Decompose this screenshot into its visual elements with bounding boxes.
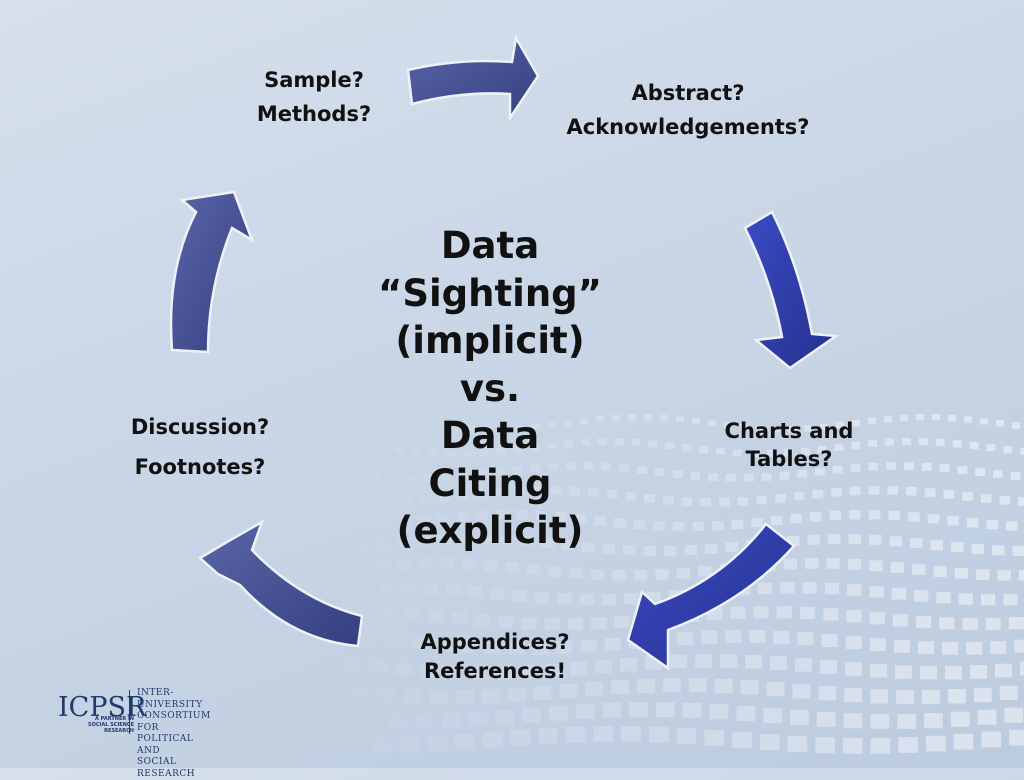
node-acknowledgements-label: Acknowledgements? [540,110,836,144]
logo-consortium-line: SOCIAL RESEARCH [137,757,211,780]
arrow-appendices-to-discussion [200,522,362,646]
node-abstract-label: Abstract? [540,76,836,110]
node-charts-tables: Charts and Tables? [694,417,884,473]
node-abstract-acknowledgements: Abstract? Acknowledgements? [540,76,836,144]
arrow-discussion-to-sample [171,192,252,352]
logo-partner-line: RESEARCH [84,728,134,734]
center-line: “Sighting” [355,270,625,318]
logo-consortium-line: CONSORTIUM FOR [137,711,211,734]
node-discussion-label: Discussion? [100,407,300,447]
logo-divider [129,690,130,734]
logo-partner-text: A PARTNER IN SOCIAL SCIENCE RESEARCH [84,716,134,734]
node-references-label: References! [380,657,610,686]
logo-consortium-line: POLITICAL AND [137,734,211,757]
center-line: vs. [355,365,625,413]
logo-consortium-line: INTER-UNIVERSITY [137,688,211,711]
node-tables-label: Tables? [694,445,884,473]
center-line: (implicit) [355,317,625,365]
center-line: (explicit) [355,507,625,555]
logo-consortium-text: INTER-UNIVERSITY CONSORTIUM FOR POLITICA… [137,688,211,780]
center-line: Citing [355,460,625,508]
node-sample-methods: Sample? Methods? [232,63,396,131]
arrow-sample-to-abstract [408,38,538,118]
node-appendices-references: Appendices? References! [380,628,610,686]
arrow-charts-to-appendices [628,524,794,668]
arrow-abstract-to-charts [745,212,836,368]
node-discussion-footnotes: Discussion? Footnotes? [100,407,300,487]
center-title: Data “Sighting” (implicit) vs. Data Citi… [355,222,625,555]
node-charts-label: Charts and [694,417,884,445]
center-line: Data [355,222,625,270]
node-methods-label: Methods? [232,97,396,131]
node-sample-label: Sample? [232,63,396,97]
node-footnotes-label: Footnotes? [100,447,300,487]
node-appendices-label: Appendices? [380,628,610,657]
center-line: Data [355,412,625,460]
